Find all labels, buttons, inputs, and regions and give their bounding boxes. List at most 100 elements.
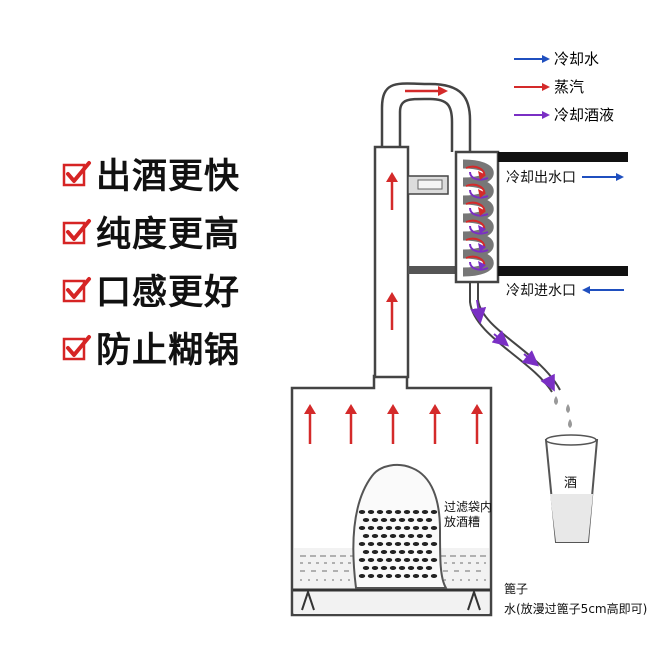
grain-dot (371, 566, 379, 570)
steam-arrow (471, 404, 483, 444)
condenser-flow-arrow (465, 165, 489, 181)
grain-dot (407, 518, 415, 522)
grain-dot (421, 574, 429, 578)
grain-dot (394, 558, 402, 562)
grain-dot (389, 518, 397, 522)
water-level-label: 水(放漫过篦子5cm高即可) (504, 602, 648, 616)
legend-cooling-water: 冷却水 (512, 48, 599, 69)
condenser-flow-arrow (465, 237, 489, 253)
grain-dot (412, 526, 420, 530)
feature-label: 防止糊锅 (96, 331, 241, 371)
feature-item: 出酒更快 (62, 148, 240, 199)
grain-dot (380, 518, 388, 522)
feature-item: 口感更好 (62, 264, 240, 315)
liquor-arrow (470, 299, 487, 324)
grain-dot (430, 510, 438, 514)
grain-dot (389, 550, 397, 554)
grain-dot (358, 542, 366, 546)
grain-dot (371, 518, 379, 522)
grain-dot (385, 526, 393, 530)
grain-dot (380, 566, 388, 570)
legend-label: 冷却水 (554, 50, 600, 68)
grain-dot (367, 510, 375, 514)
grain-dot (385, 574, 393, 578)
grain-dot (358, 558, 366, 562)
grain-dot (385, 542, 393, 546)
grain-dot (371, 534, 379, 538)
steam-arrow (429, 404, 441, 444)
legend-label: 冷却酒液 (554, 106, 615, 124)
grain-dot (412, 558, 420, 562)
grain-dot (376, 510, 384, 514)
grain-dot (412, 574, 420, 578)
check-icon (62, 334, 91, 360)
steam-arrow (405, 86, 448, 96)
grain-dot (398, 518, 406, 522)
legend-label: 蒸汽 (554, 78, 585, 96)
grain-dot (376, 558, 384, 562)
check-icon (62, 276, 91, 302)
grain-dot (385, 510, 393, 514)
grain-dot (421, 542, 429, 546)
feature-label: 出酒更快 (96, 157, 241, 197)
grain-dot (389, 566, 397, 570)
grain-dot (407, 534, 415, 538)
grain-dot (416, 534, 424, 538)
grain-dot (403, 558, 411, 562)
grain-dot (425, 566, 433, 570)
grain-dot (380, 534, 388, 538)
grain-dot (362, 534, 370, 538)
grain-dot (403, 542, 411, 546)
check-icon (62, 160, 91, 186)
cup-label: 酒 (564, 476, 578, 491)
grain-dot (394, 574, 402, 578)
filter-bag (352, 463, 448, 589)
grain-dot (425, 518, 433, 522)
liquor-arrow (491, 330, 510, 347)
grain-dot (407, 566, 415, 570)
grain-dot (425, 550, 433, 554)
feature-label: 口感更好 (96, 273, 241, 313)
grain-dot (358, 526, 366, 530)
steam-arrow (386, 292, 398, 330)
grain-dot (358, 510, 366, 514)
filter-bag-label: 过滤袋内 放酒糟 (444, 500, 493, 529)
water-outlet-label: 冷却出水口 (506, 167, 626, 187)
check-icon (62, 218, 91, 244)
grain-dot (425, 534, 433, 538)
condenser (454, 150, 628, 393)
grain-dot (367, 542, 375, 546)
grain-dot (385, 558, 393, 562)
steam-arrow (304, 404, 316, 444)
steam-arrow (386, 172, 398, 210)
steamer-rack-label: 篦子 (504, 582, 529, 596)
grain-dot (367, 526, 375, 530)
feature-label: 纯度更高 (96, 215, 241, 255)
grain-dot (430, 558, 438, 562)
steam-arrow (345, 404, 357, 444)
grain-dot (421, 510, 429, 514)
grain-dot (430, 542, 438, 546)
grain-dot (398, 534, 406, 538)
feature-item: 纯度更高 (62, 206, 240, 257)
condenser-flow-arrow (465, 219, 489, 235)
grain-dot (367, 574, 375, 578)
grain-dot (362, 566, 370, 570)
arrow-icon (514, 54, 550, 63)
arrow-left-icon (582, 286, 624, 294)
grain-dot (362, 550, 370, 554)
arrow-right-icon (582, 173, 624, 181)
grain-dot (403, 574, 411, 578)
arrow-icon (514, 82, 550, 91)
liquor-arrow (521, 350, 540, 367)
condenser-flow-arrow (465, 201, 489, 217)
grain-dot (421, 558, 429, 562)
arrow-icon (514, 110, 550, 119)
condenser-flow-arrow (465, 183, 489, 199)
grain-dot (389, 534, 397, 538)
grain-dot (371, 550, 379, 554)
liquor-arrow (540, 373, 555, 392)
condenser-flow-arrow (465, 255, 489, 271)
grain-dot (416, 518, 424, 522)
